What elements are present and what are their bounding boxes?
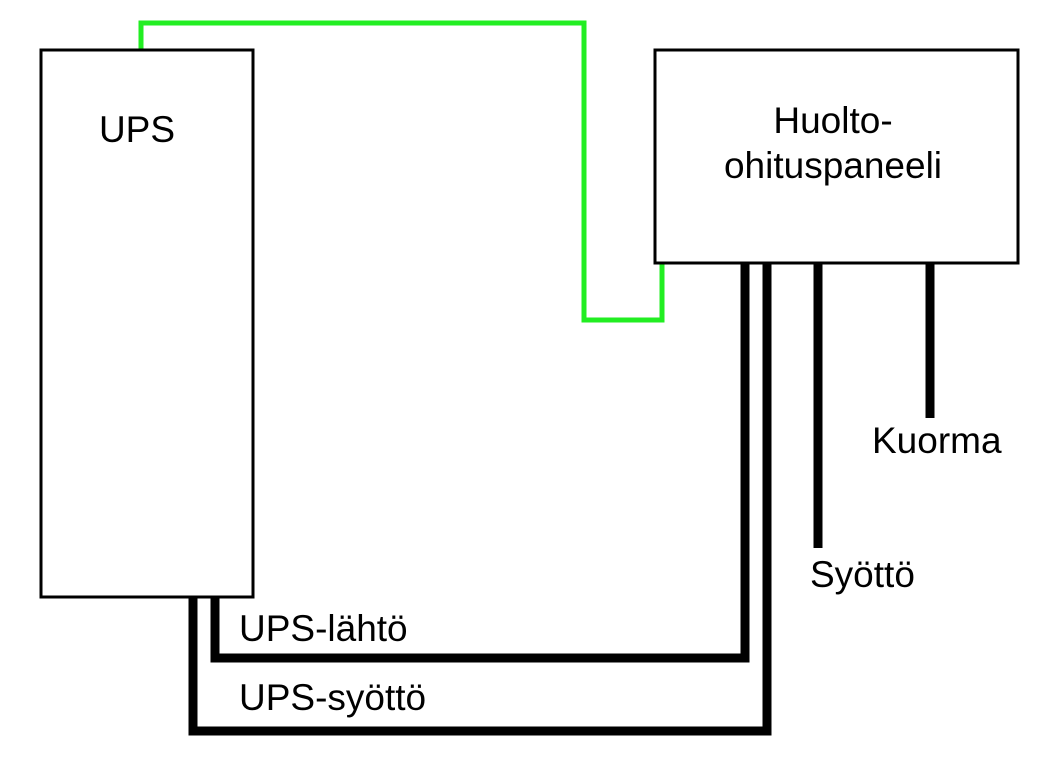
- ups-output-line: [210, 263, 750, 663]
- ups-input-label: UPS-syöttö: [239, 677, 426, 718]
- bypass-panel-label-line2: ohituspaneeli: [724, 145, 942, 186]
- ups-box: [39, 48, 255, 599]
- bypass-panel-label-line1: Huolto-: [773, 100, 892, 141]
- supply-label: Syöttö: [810, 554, 915, 595]
- ups-input-line: [188, 263, 772, 736]
- ups-label: UPS: [99, 109, 175, 150]
- bypass-panel-box: [653, 48, 1020, 265]
- load-label: Kuorma: [872, 420, 1002, 461]
- control-line: [138, 20, 665, 323]
- ups-output-label: UPS-lähtö: [239, 608, 408, 649]
